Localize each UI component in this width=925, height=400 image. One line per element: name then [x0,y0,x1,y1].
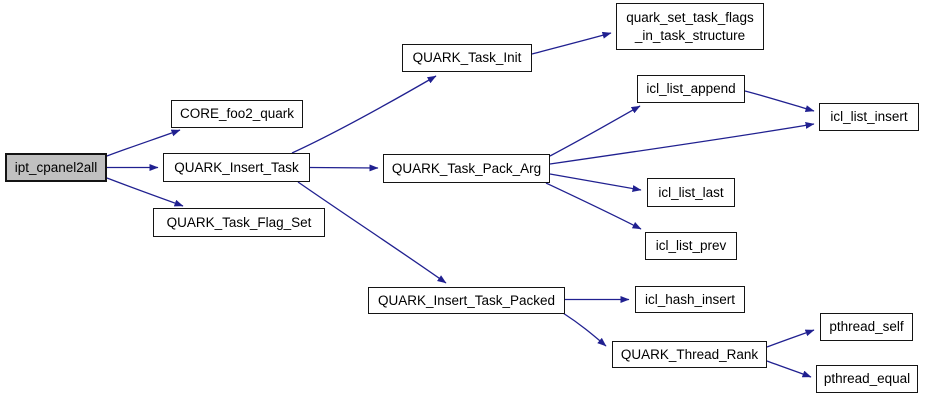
edge-QUARK_Task_Pack_Arg-icl_list_insert [549,121,815,165]
edge-QUARK_Task_Pack_Arg-icl_list_last [549,173,642,192]
node-quark_set_task_flags_in_task_structure[interactable]: quark_set_task_flags _in_task_structure [616,3,764,50]
node-icl_list_prev[interactable]: icl_list_prev [645,232,737,260]
edge-QUARK_Task_Pack_Arg-icl_list_append [549,105,641,157]
node-pthread_self[interactable]: pthread_self [820,313,913,341]
node-icl_list_last[interactable]: icl_list_last [647,178,735,207]
edge-QUARK_Insert_Task-QUARK_Task_Init [291,75,437,154]
node-icl_list_insert[interactable]: icl_list_insert [819,103,919,131]
node-QUARK_Insert_Task[interactable]: QUARK_Insert_Task [163,153,310,182]
node-QUARK_Insert_Task_Packed[interactable]: QUARK_Insert_Task_Packed [368,287,565,314]
node-QUARK_Thread_Rank[interactable]: QUARK_Thread_Rank [612,341,767,368]
node-icl_list_append[interactable]: icl_list_append [637,75,745,103]
edge-icl_list_append-icl_list_insert [744,90,815,112]
edge-QUARK_Insert_Task-QUARK_Task_Pack_Arg [309,164,379,172]
edge-QUARK_Task_Init-quark_set_task_flags_in_task_structure [531,31,612,55]
edge-QUARK_Task_Pack_Arg-icl_list_prev [545,182,642,230]
edge-QUARK_Thread_Rank-pthread_self [766,329,815,348]
node-QUARK_Task_Flag_Set[interactable]: QUARK_Task_Flag_Set [153,208,325,237]
node-CORE_foo2_quark[interactable]: CORE_foo2_quark [171,100,303,128]
edge-QUARK_Thread_Rank-pthread_equal [766,360,812,378]
edge-ipt_cpanel2all-QUARK_Task_Flag_Set [106,177,184,207]
node-icl_hash_insert[interactable]: icl_hash_insert [635,286,745,313]
edge-QUARK_Insert_Task_Packed-QUARK_Thread_Rank [562,312,607,347]
node-ipt_cpanel2all: ipt_cpanel2all [5,153,107,182]
node-QUARK_Task_Init[interactable]: QUARK_Task_Init [402,44,532,72]
node-pthread_equal[interactable]: pthread_equal [816,365,918,393]
node-QUARK_Task_Pack_Arg[interactable]: QUARK_Task_Pack_Arg [383,154,550,183]
